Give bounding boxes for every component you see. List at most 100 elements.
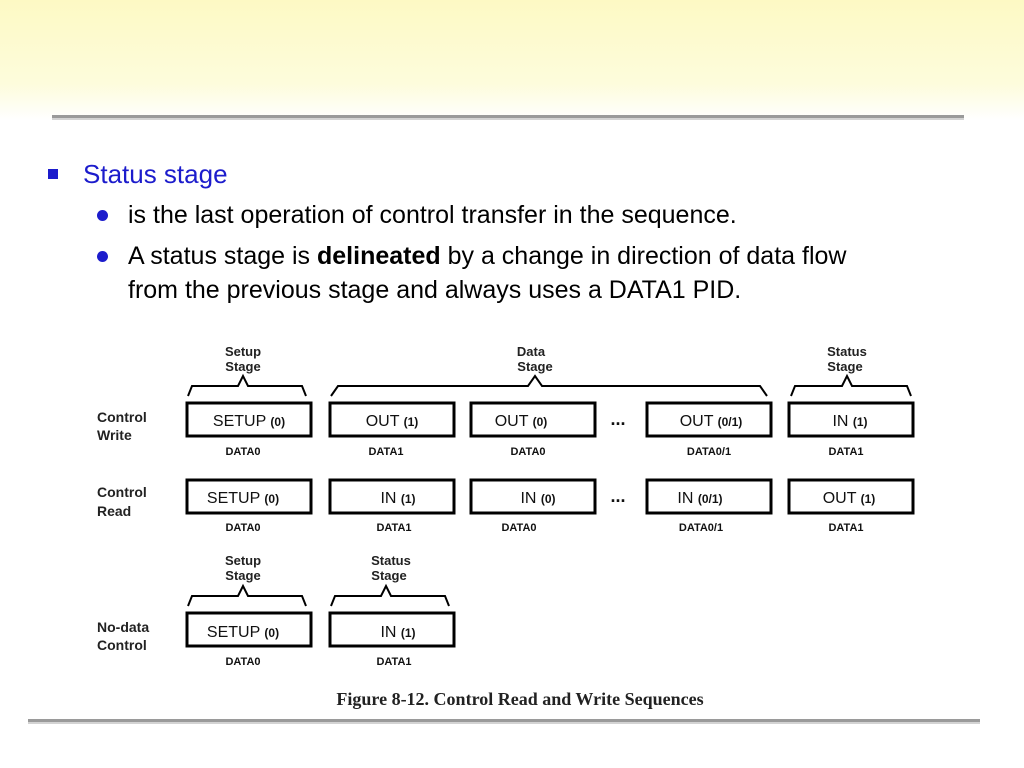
bullet-item-1: is the last operation of control transfe…	[128, 201, 737, 229]
packet-row-2: SETUP (0) DATA0 IN (1) DATA1 IN (0) DATA…	[185, 478, 915, 534]
bullet-item-2: A status stage is delineated by a change…	[128, 239, 968, 307]
packet-text: OUT (1)	[366, 413, 419, 430]
packet-text: IN (0/1)	[677, 490, 722, 507]
bullet-item-2-bold: delineated	[317, 242, 441, 270]
stage-label-setup-lower-line2: Stage	[225, 568, 260, 583]
packet-pid: (0)	[541, 492, 556, 506]
brace-setup-stage-lower	[187, 583, 307, 607]
packet-box	[185, 611, 313, 648]
row-label-control-write-line1: Control	[97, 409, 147, 425]
row-label-control-read-line1: Control	[97, 484, 147, 500]
brace-status-stage-lower	[330, 583, 450, 607]
packet-text: IN (0)	[520, 490, 555, 507]
packet-pid: (0)	[270, 415, 285, 429]
ellipsis: ...	[610, 486, 625, 506]
packet-box	[185, 478, 313, 515]
data-pid-label: DATA1	[376, 656, 411, 668]
stage-label-setup-line2: Stage	[225, 359, 260, 374]
packet-pid: (1)	[401, 492, 416, 506]
packet-name: SETUP	[207, 624, 260, 641]
packet-pid: (1)	[853, 415, 868, 429]
bottom-divider	[28, 719, 980, 724]
packet-box	[328, 401, 456, 438]
stage-label-data-line1: Data	[517, 344, 546, 359]
row-label-nodata-line1: No-data	[97, 619, 149, 635]
packet-name: IN	[380, 624, 396, 641]
data-pid-label: DATA1	[828, 446, 863, 458]
data-pid-label: DATA1	[376, 522, 411, 534]
packet-pid: (0)	[533, 415, 548, 429]
data-pid-label: DATA0	[225, 522, 260, 534]
packet-name: OUT	[366, 413, 400, 430]
stage-label-status-lower-line2: Stage	[371, 568, 406, 583]
stage-label-data-line2: Stage	[517, 359, 552, 374]
header-band	[0, 0, 1024, 120]
packet-text: SETUP (0)	[213, 413, 285, 430]
packet-name: OUT	[823, 490, 857, 507]
dot-bullet-icon	[97, 251, 108, 262]
square-bullet-icon	[48, 169, 58, 179]
packet-box	[469, 478, 597, 515]
bullet-level1: Status stage	[83, 159, 228, 189]
packet-box	[328, 478, 456, 515]
bullet-item-2-before: A status stage is	[128, 242, 317, 270]
packet-box	[645, 401, 773, 438]
packet-name: OUT	[495, 413, 529, 430]
packet-text: OUT (0)	[495, 413, 548, 430]
packet-box	[787, 478, 915, 515]
packet-box	[645, 478, 773, 515]
packet-name: SETUP	[213, 413, 266, 430]
stage-label-status-line1: Status	[827, 344, 867, 359]
packet-text: IN (1)	[380, 490, 415, 507]
bullet-item-2-line2: from the previous stage and always uses …	[128, 276, 742, 304]
figure-caption: Figure 8-12. Control Read and Write Sequ…	[336, 689, 703, 709]
stage-label-status-line2: Stage	[827, 359, 862, 374]
top-divider	[52, 115, 964, 120]
brace-data-stage	[330, 374, 768, 397]
packet-row-3: SETUP (0) DATA0 IN (1) DATA1	[185, 611, 456, 668]
brace-status-stage	[790, 373, 912, 397]
packet-name: OUT	[680, 413, 714, 430]
packet-text: SETUP (0)	[207, 624, 279, 641]
brace-setup-stage	[187, 373, 307, 397]
packet-box	[185, 401, 313, 438]
packet-name: IN	[832, 413, 848, 430]
data-pid-label: DATA0/1	[679, 522, 723, 534]
packet-row-1: SETUP (0) DATA0 OUT (1) DATA1 OUT (0) DA…	[185, 401, 915, 458]
packet-pid: (0)	[264, 492, 279, 506]
row-label-nodata-line2: Control	[97, 637, 147, 653]
packet-pid: (0/1)	[718, 415, 743, 429]
packet-text: SETUP (0)	[207, 490, 279, 507]
stage-label-setup-lower-line1: Setup	[225, 553, 261, 568]
packet-pid: (1)	[861, 492, 876, 506]
packet-pid: (0)	[264, 626, 279, 640]
data-pid-label: DATA1	[828, 522, 863, 534]
data-pid-label: DATA0	[225, 446, 260, 458]
data-pid-label: DATA0	[510, 446, 545, 458]
packet-pid: (1)	[401, 626, 416, 640]
packet-pid: (1)	[404, 415, 419, 429]
data-pid-label: DATA0/1	[687, 446, 731, 458]
packet-pid: (0/1)	[698, 492, 723, 506]
data-pid-label: DATA1	[368, 446, 403, 458]
packet-name: SETUP	[207, 490, 260, 507]
packet-box	[328, 611, 456, 648]
data-pid-label: DATA0	[225, 656, 260, 668]
packet-box	[469, 401, 597, 438]
packet-text: OUT (0/1)	[680, 413, 743, 430]
row-label-control-write-line2: Write	[97, 427, 132, 443]
data-pid-label: DATA0	[501, 522, 536, 534]
stage-label-setup-line1: Setup	[225, 344, 261, 359]
packet-text: IN (1)	[832, 413, 867, 430]
row-label-control-read-line2: Read	[97, 503, 131, 519]
ellipsis: ...	[610, 409, 625, 429]
packet-name: IN	[520, 490, 536, 507]
dot-bullet-icon	[97, 210, 108, 221]
packet-name: IN	[677, 490, 693, 507]
packet-text: OUT (1)	[823, 490, 876, 507]
packet-name: IN	[380, 490, 396, 507]
packet-text: IN (1)	[380, 624, 415, 641]
bullet-item-2-after: by a change in direction of data flow	[440, 242, 847, 270]
packet-box	[787, 401, 915, 438]
